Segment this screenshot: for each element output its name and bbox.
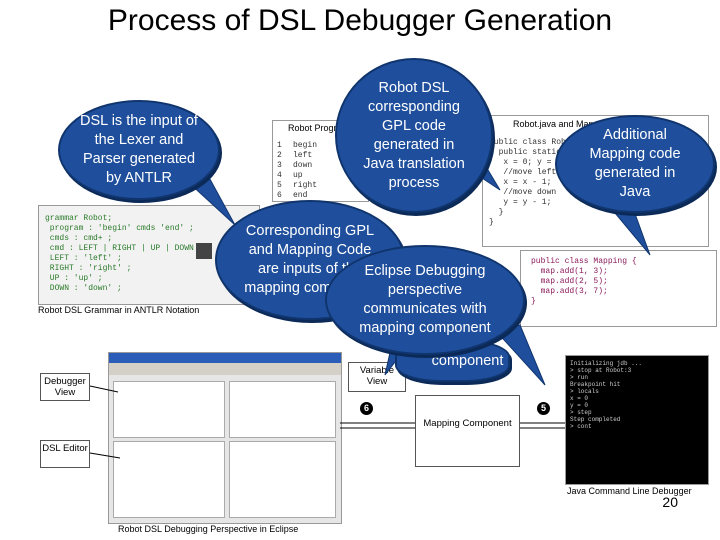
eclipse-text: Eclipse Debugging perspective communicat…	[359, 263, 491, 336]
perspective-caption: Robot DSL Debugging Perspective in Eclip…	[118, 524, 299, 534]
robot-code-line: down	[293, 161, 313, 170]
variable-view-text: Variable View	[359, 365, 395, 387]
eclipse-editor-pane	[113, 441, 225, 518]
eclipse-debug-pane	[113, 381, 225, 438]
robot-line-number: 4	[277, 171, 282, 180]
command-line-output-decoration: Initializing jdb ... > stop at Robot:3 >…	[570, 360, 643, 430]
variable-view-box: Variable View	[348, 362, 406, 392]
component-fragment-text: component	[431, 352, 504, 369]
cmd-debugger-caption: Java Command Line Debugger	[567, 486, 692, 496]
robot-code-line: left	[293, 151, 313, 160]
robot-code-line: right	[293, 181, 318, 190]
robot-line-number: 6	[277, 191, 282, 200]
step-6-marker: 6	[360, 402, 373, 415]
eclipse-console-pane	[229, 441, 336, 518]
eclipse-titlebar	[109, 353, 341, 363]
robot-line-number: 3	[277, 161, 282, 170]
dsl-input-callout: DSL is the input of the Lexer and Parser…	[58, 100, 220, 200]
dsl-editor-label: DSL Editor	[40, 440, 90, 468]
robot-line-number: 5	[277, 181, 282, 190]
robot-line-number: 2	[277, 151, 282, 160]
debugger-view-label: Debugger View	[40, 373, 90, 401]
debugger-view-text: Debugger View	[44, 376, 86, 398]
dsl-editor-text: DSL Editor	[42, 443, 88, 454]
grammar-caption: Robot DSL Grammar in ANTLR Notation	[38, 305, 200, 315]
grammar-code-decoration: grammar Robot; program : 'begin' cmds 'e…	[45, 214, 203, 293]
robot-line-number: 1	[277, 141, 282, 150]
page-number: 20	[662, 494, 678, 510]
dsl-editor-leader	[89, 452, 121, 459]
mapping-code-text: Additional Mapping code generated in Jav…	[589, 127, 681, 200]
slide-title: Process of DSL Debugger Generation	[107, 4, 613, 37]
eclipse-callout: Eclipse Debugging perspective communicat…	[325, 245, 525, 355]
debugger-view-leader	[89, 385, 119, 393]
mapping-code-decoration: public class Mapping { map.add(1, 3); ma…	[531, 257, 637, 306]
robot-program-title: Robot Program	[288, 123, 350, 133]
step-5-marker: 5	[537, 402, 550, 415]
command-line-screenshot: Initializing jdb ... > stop at Robot:3 >…	[565, 355, 709, 485]
robot-gpl-callout: Robot DSL corresponding GPL code generat…	[335, 58, 493, 213]
robot-code-line: end	[293, 191, 308, 200]
robot-java-title: Robot.java and Mapping	[513, 119, 611, 129]
robot-code-line: begin	[293, 141, 318, 150]
mapping-component-text: Mapping Component	[423, 418, 512, 429]
eclipse-toolbar	[109, 363, 341, 375]
eclipse-variables-pane	[229, 381, 336, 438]
robot-gpl-text: Robot DSL corresponding GPL code generat…	[363, 79, 465, 191]
mapping-code-screenshot: public class Mapping { map.add(1, 3); ma…	[520, 250, 717, 327]
eclipse-screenshot	[108, 352, 342, 524]
grammar-marker	[196, 243, 212, 259]
mapping-component-box: Mapping Component	[415, 395, 520, 467]
mapping-code-callout: Additional Mapping code generated in Jav…	[555, 115, 715, 213]
robot-code-line: up	[293, 171, 303, 180]
dsl-input-text: DSL is the input of the Lexer and Parser…	[80, 113, 198, 186]
